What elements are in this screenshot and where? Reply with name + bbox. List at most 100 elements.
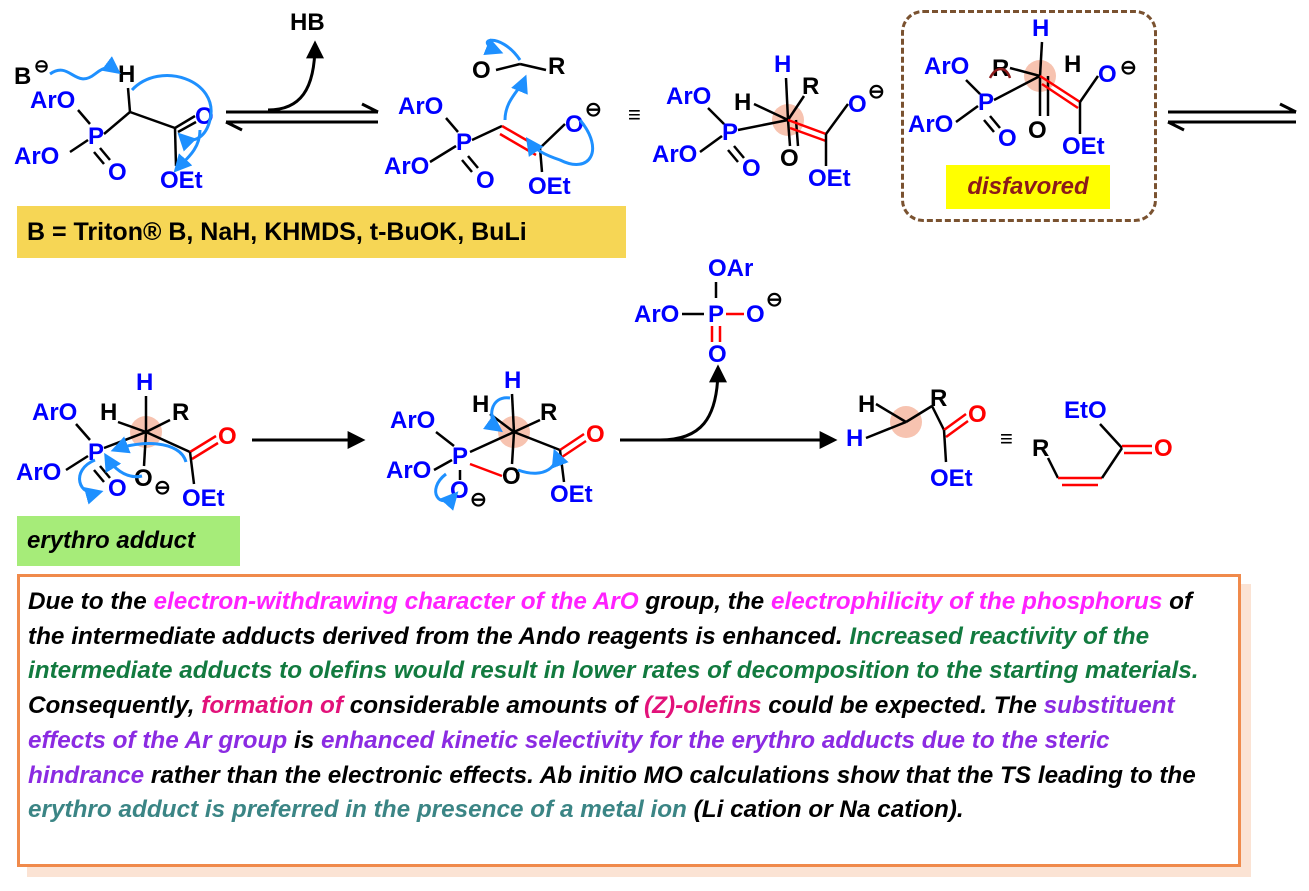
svg-text:O: O (746, 301, 765, 328)
svg-text:ArO: ArO (386, 457, 431, 484)
svg-text:P: P (452, 443, 468, 470)
svg-text:O: O (476, 167, 495, 194)
svg-text:O: O (108, 159, 127, 186)
erythro-adduct-label: erythro adduct (17, 516, 240, 566)
svg-text:OEt: OEt (808, 165, 851, 192)
svg-text:ArO: ArO (14, 143, 59, 170)
svg-text:≡: ≡ (628, 102, 641, 127)
svg-text:P: P (88, 439, 104, 466)
note-emphasis: (Z)-olefins (644, 692, 762, 720)
svg-text:OEt: OEt (550, 481, 593, 508)
note-text: (Li cation or Na cation). (686, 796, 964, 824)
oxaphosphetane-intermediate: H H R ArO P ArO O ⊖ O O OEt (386, 367, 605, 511)
svg-text:H: H (118, 61, 135, 88)
note-text: group, the (638, 588, 771, 615)
note-emphasis: substituent effects of the Ar group (28, 692, 1175, 754)
svg-text:P: P (708, 301, 724, 328)
svg-text:ArO: ArO (634, 301, 679, 328)
svg-text:O: O (1154, 435, 1173, 462)
svg-text:⊖: ⊖ (34, 56, 49, 76)
svg-text:O: O (472, 57, 491, 84)
svg-text:HB: HB (290, 9, 325, 36)
note-text: considerable amounts of (342, 692, 645, 720)
svg-text:EtO: EtO (1064, 397, 1107, 424)
svg-text:⊖: ⊖ (1120, 57, 1137, 79)
erythro-adduct-structure: H H R ArO P ArO O O ⊖ O OEt (16, 369, 237, 512)
disfavored-conformer: H H R ArO P ArO O O O ⊖ OEt (908, 15, 1137, 160)
svg-text:O: O (108, 475, 127, 502)
svg-text:H: H (774, 51, 791, 78)
svg-text:H: H (858, 391, 875, 418)
note-text: Due to the (28, 588, 154, 615)
svg-text:H: H (504, 367, 521, 394)
svg-text:⊖: ⊖ (154, 477, 171, 499)
svg-text:O: O (780, 145, 799, 172)
svg-text:O: O (998, 125, 1017, 152)
svg-text:OEt: OEt (182, 485, 225, 512)
svg-text:O: O (134, 465, 153, 492)
svg-text:ArO: ArO (652, 141, 697, 168)
svg-text:O: O (565, 111, 584, 138)
svg-text:R: R (540, 399, 557, 426)
svg-text:P: P (722, 119, 738, 146)
svg-text:H: H (734, 89, 751, 116)
svg-text:ArO: ArO (398, 93, 443, 120)
svg-text:O: O (708, 341, 727, 368)
note-text: of the intermediate adducts derived from… (28, 588, 1193, 650)
svg-text:ArO: ArO (16, 459, 61, 486)
svg-text:P: P (88, 123, 104, 150)
equilibrium-arrow-2 (1167, 102, 1297, 132)
svg-text:O: O (218, 423, 237, 450)
z-olefin-product: H H R O OEt ≡ EtO R O (846, 385, 1173, 492)
note-text: Consequently, (28, 692, 202, 720)
svg-text:O: O (742, 155, 761, 182)
note-text: could be expected. The (761, 692, 1044, 720)
svg-text:⊖: ⊖ (470, 489, 487, 511)
note-text: rather than the electronic effects. Ab i… (144, 761, 1196, 789)
svg-text:H: H (1032, 15, 1049, 42)
svg-text:OEt: OEt (528, 173, 571, 200)
svg-text:O: O (968, 401, 987, 428)
explanation-text-box: Due to the electron-withdrawing characte… (17, 574, 1241, 867)
svg-text:H: H (136, 369, 153, 396)
enolate-intermediate: O R ArO P ArO O O ⊖ OEt ≡ (384, 38, 641, 200)
phosphonate-reagent: B ⊖ H ArO P ArO O O OEt (14, 56, 214, 194)
svg-text:R: R (1032, 435, 1049, 462)
svg-text:OEt: OEt (1062, 133, 1105, 160)
svg-text:R: R (930, 385, 947, 412)
note-emphasis: electron-withdrawing character of the Ar… (153, 588, 639, 615)
svg-text:ArO: ArO (30, 87, 75, 114)
svg-text:B: B (14, 63, 31, 90)
svg-text:H: H (472, 391, 489, 418)
favored-conformer: H R ArO H P ArO O O O ⊖ OEt (652, 51, 885, 192)
svg-text:OEt: OEt (930, 465, 973, 492)
svg-text:O: O (586, 421, 605, 448)
svg-text:ArO: ArO (908, 111, 953, 138)
svg-text:O: O (1098, 61, 1117, 88)
svg-text:O: O (1028, 117, 1047, 144)
svg-text:OAr: OAr (708, 255, 753, 282)
svg-text:⊖: ⊖ (585, 99, 602, 121)
svg-text:R: R (172, 399, 189, 426)
svg-text:ArO: ArO (384, 153, 429, 180)
svg-text:O: O (848, 91, 867, 118)
svg-text:OEt: OEt (160, 167, 203, 194)
disfavored-label: disfavored (946, 165, 1110, 209)
svg-text:ArO: ArO (924, 53, 969, 80)
phosphate-byproduct: OAr ArO P O ⊖ O (634, 255, 783, 368)
note-emphasis: Increased reactivity of the intermediate… (28, 622, 1199, 685)
svg-text:⊖: ⊖ (766, 289, 783, 311)
svg-text:ArO: ArO (32, 399, 77, 426)
note-emphasis: enhanced kinetic selectivity for the ery… (28, 726, 1110, 789)
svg-text:H: H (846, 425, 863, 452)
note-emphasis: erythro adduct is preferred in the prese… (28, 796, 687, 824)
svg-text:P: P (978, 89, 994, 116)
disfavored-frame (901, 10, 1157, 222)
svg-text:ArO: ArO (666, 83, 711, 110)
reaction-arrow-2 (620, 364, 838, 449)
note-emphasis: electrophilicity of the phosphorus (770, 588, 1163, 615)
svg-text:R: R (802, 73, 819, 100)
svg-text:ArO: ArO (390, 407, 435, 434)
note-emphasis: formation of (201, 692, 343, 720)
